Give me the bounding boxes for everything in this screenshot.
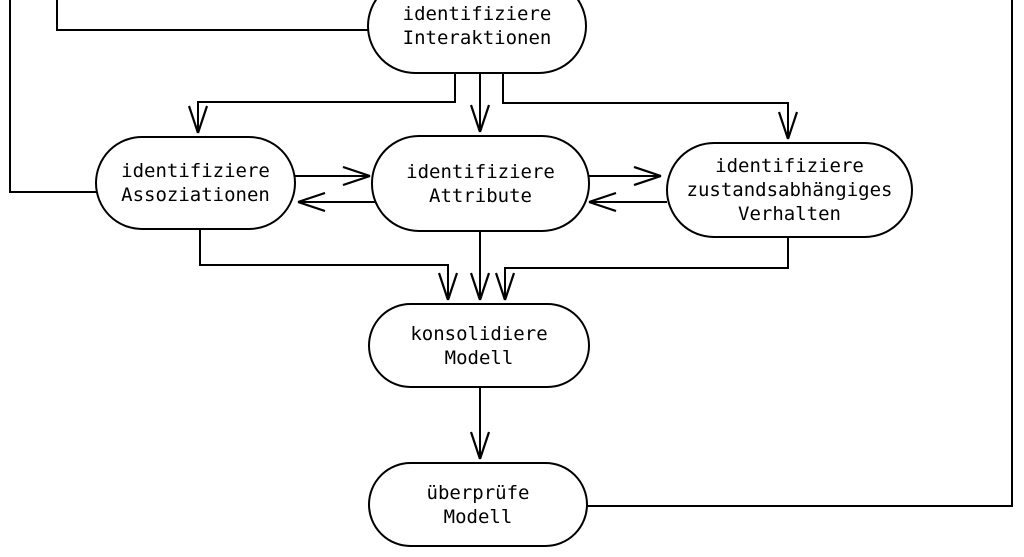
edge-left-to-assoziationen (9, 0, 97, 193)
node-identifiziere-zustandsabhaengiges-verhalten: identifiziere zustandsabhängiges Verhalt… (666, 142, 913, 238)
node-identifiziere-interaktionen: identifiziere Interaktionen (367, 0, 587, 74)
node-identifiziere-attribute: identifiziere Attribute (371, 135, 590, 232)
edge-assoziationen-to-konsolidiere (199, 228, 448, 300)
node-identifiziere-assoziationen: identifiziere Assoziationen (95, 136, 296, 230)
node-ueberpruefe-modell: überprüfe Modell (368, 462, 588, 547)
edge-interaktionen-to-verhalten (502, 72, 788, 139)
edge-verhalten-to-konsolidiere (505, 236, 789, 300)
edge-ueberpruefe-feedback-right (585, 0, 1013, 507)
edge-top-to-interaktionen (56, 0, 369, 31)
edge-interaktionen-to-assoziationen (198, 72, 456, 133)
node-konsolidiere-modell: konsolidiere Modell (368, 303, 590, 388)
